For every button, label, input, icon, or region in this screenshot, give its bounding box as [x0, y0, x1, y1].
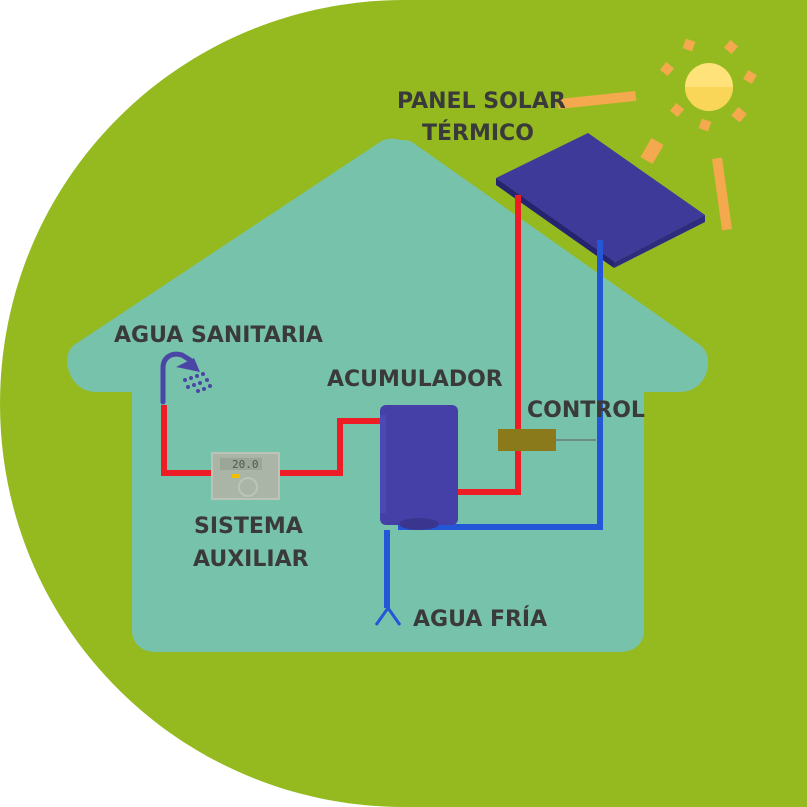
- label-control: CONTROL: [527, 398, 645, 423]
- label-auxiliar: AUXILIAR: [193, 547, 309, 572]
- solar-panel: [496, 133, 705, 268]
- label-sistema: SISTEMA: [194, 514, 303, 539]
- hot-pipes: [161, 195, 521, 495]
- house-shape: [67, 138, 709, 653]
- acumulador-tank: [380, 405, 458, 530]
- label-agua-fria: AGUA FRÍA: [413, 606, 547, 632]
- sun-icon: [557, 38, 757, 231]
- label-agua-sanitaria: AGUA SANITARIA: [114, 323, 323, 348]
- label-panel-solar: PANEL SOLAR: [397, 89, 566, 114]
- label-acumulador: ACUMULADOR: [327, 367, 503, 392]
- boiler-icon: 20.0: [211, 452, 280, 500]
- control-unit: [498, 429, 596, 451]
- shower-icon: [160, 351, 212, 405]
- boiler-display-text: 20.0: [232, 458, 259, 471]
- cold-pipes: [384, 240, 603, 608]
- cold-water-inlet-icon: [374, 606, 402, 626]
- label-termico: TÉRMICO: [422, 120, 534, 146]
